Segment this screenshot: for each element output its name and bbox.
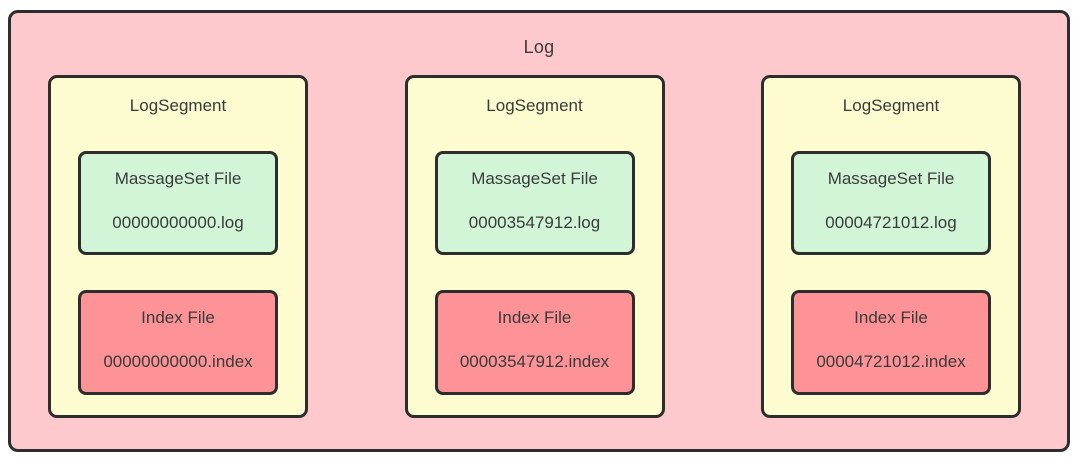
messageset-file-name: 00000000000.log bbox=[112, 213, 244, 232]
index-file-name: 00004721012.index bbox=[816, 352, 966, 371]
messageset-file-box: MassageSet File 00000000000.log bbox=[78, 151, 278, 255]
log-container: Log LogSegment MassageSet File 000000000… bbox=[8, 10, 1070, 452]
messageset-file-title: MassageSet File bbox=[471, 169, 598, 188]
segments-row: LogSegment MassageSet File 00000000000.l… bbox=[11, 75, 1067, 418]
messageset-file-title: MassageSet File bbox=[827, 169, 955, 188]
index-file-title: Index File bbox=[141, 308, 215, 327]
index-file-box: Index File 00004721012.index bbox=[791, 290, 991, 395]
messageset-file-box: MassageSet File 00003547912.log bbox=[434, 151, 635, 255]
messageset-file-box: MassageSet File 00004721012.log bbox=[791, 151, 991, 255]
index-file-box: Index File 00000000000.index bbox=[78, 290, 278, 395]
messageset-file-name: 00004721012.log bbox=[825, 213, 957, 232]
index-file-name: 00000000000.index bbox=[103, 352, 253, 371]
log-segment-label: LogSegment bbox=[842, 96, 940, 115]
log-segment-1: LogSegment MassageSet File 00000000000.l… bbox=[48, 75, 308, 418]
log-segment-label: LogSegment bbox=[486, 96, 583, 115]
log-title: Log bbox=[523, 37, 555, 57]
messageset-file-title: MassageSet File bbox=[114, 169, 242, 188]
messageset-file-name: 00003547912.log bbox=[468, 213, 601, 232]
log-segment-3: LogSegment MassageSet File 00004721012.l… bbox=[761, 75, 1021, 418]
log-segment-label: LogSegment bbox=[129, 96, 227, 115]
index-file-name: 00003547912.index bbox=[459, 352, 610, 371]
index-file-title: Index File bbox=[497, 308, 572, 327]
log-segment-2: LogSegment MassageSet File 00003547912.l… bbox=[404, 75, 665, 418]
index-file-title: Index File bbox=[854, 308, 928, 327]
index-file-box: Index File 00003547912.index bbox=[434, 290, 635, 395]
